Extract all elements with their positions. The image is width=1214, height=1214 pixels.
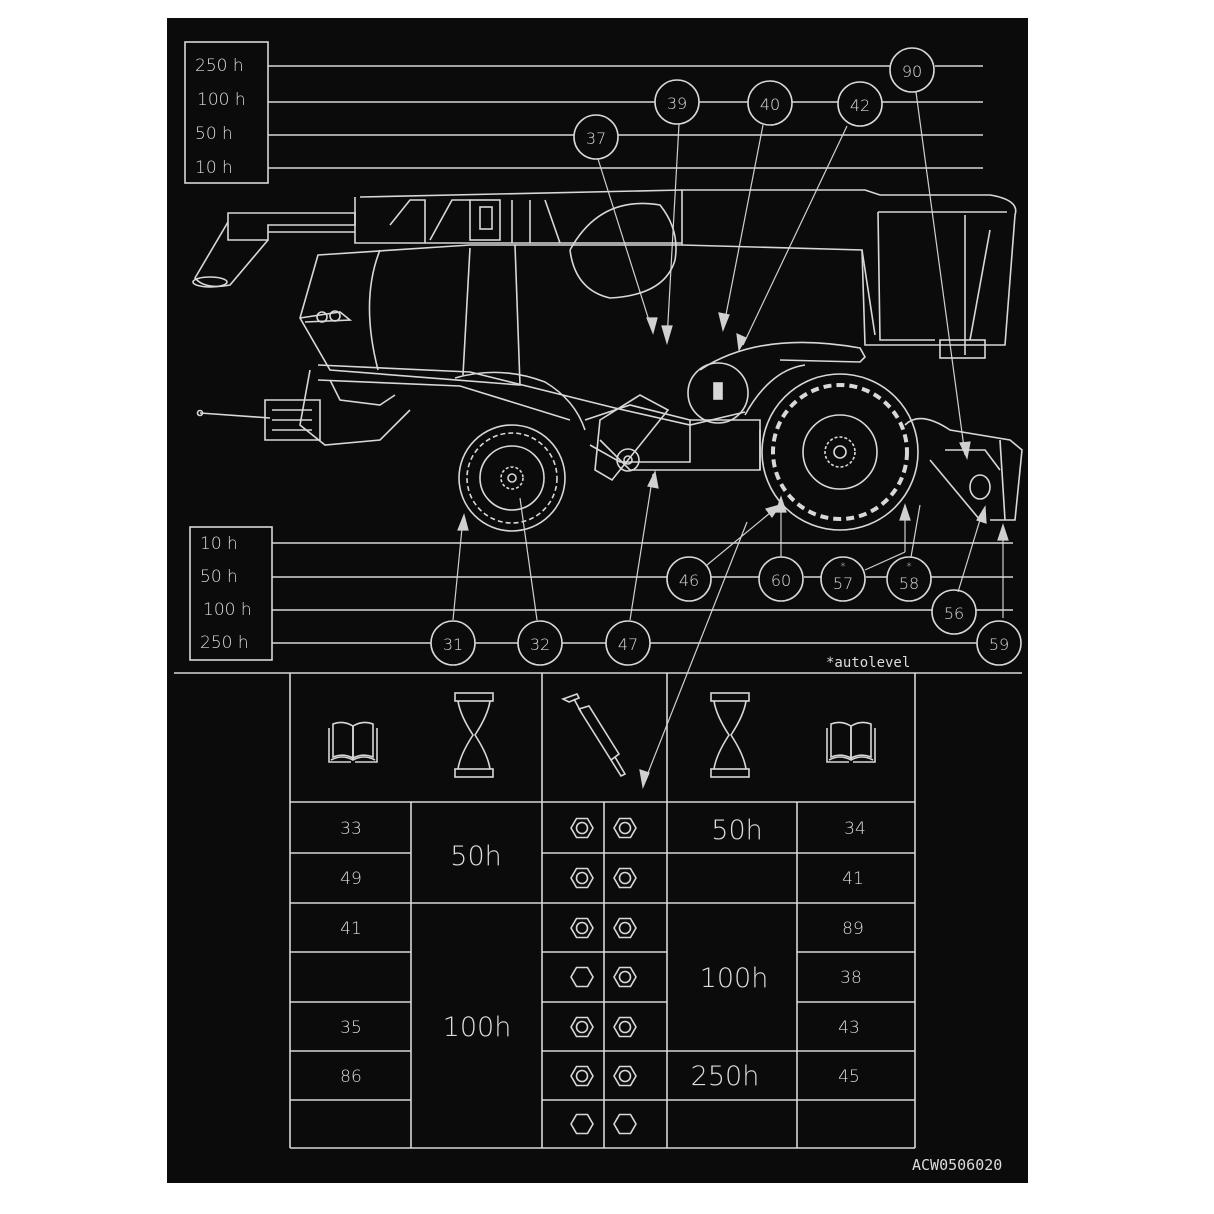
- grease-nipple-nut-icon: [613, 966, 637, 988]
- plain-nut-icon: [570, 1113, 594, 1135]
- hourglass-icon: [454, 692, 494, 778]
- right-item-number: 38: [840, 968, 862, 988]
- svg-text:39: 39: [667, 94, 687, 113]
- callout-37: 37: [573, 114, 619, 160]
- left-item-number: 35: [340, 1018, 362, 1038]
- right-interval-250h: 250h: [691, 1061, 760, 1092]
- left-item-number: 33: [340, 819, 362, 839]
- callout-90: 90: [889, 47, 935, 93]
- bottom-interval-100: 100 h: [203, 600, 252, 620]
- top-interval-50: 50 h: [195, 124, 233, 144]
- grease-nipple-nut-icon: [570, 1065, 594, 1087]
- bottom-callouts: 46 60 57* 58* 56 31 32 47 59: [430, 556, 1022, 666]
- grease-nipple-nut-icon: [570, 917, 594, 939]
- svg-text:56: 56: [944, 604, 964, 623]
- book-icon: [328, 721, 378, 763]
- top-interval-legend: 250 h 100 h 50 h 10 h: [184, 41, 983, 184]
- svg-text:47: 47: [618, 635, 638, 654]
- right-item-number: 34: [844, 819, 866, 839]
- svg-text:90: 90: [902, 62, 922, 81]
- plain-nut-icon: [570, 966, 594, 988]
- svg-text:60: 60: [771, 571, 791, 590]
- combine-harvester-drawing: [192, 189, 1023, 532]
- left-interval-100h: 100h: [443, 1012, 512, 1043]
- callout-60: 60: [758, 556, 804, 602]
- callout-40: 40: [747, 80, 793, 126]
- callout-57: 57*: [820, 556, 866, 602]
- maintenance-table: 33 49 41 35 86 50h 100h 50h 100h 250h 34…: [289, 673, 916, 1149]
- bottom-leader-lines: [452, 470, 1009, 790]
- left-item-number: 49: [340, 869, 362, 889]
- left-interval-50h: 50h: [450, 841, 501, 872]
- grease-gun-icon: [560, 693, 627, 778]
- grease-nipple-nut-icon: [613, 1016, 637, 1038]
- svg-text:40: 40: [760, 95, 780, 114]
- nut-icon-grid: [570, 817, 637, 1135]
- right-item-number: 43: [838, 1018, 860, 1038]
- bottom-interval-10: 10 h: [200, 534, 238, 554]
- plain-nut-icon: [613, 1113, 637, 1135]
- grease-nipple-nut-icon: [570, 817, 594, 839]
- part-number: ACW0506020: [912, 1156, 1002, 1174]
- callout-59: 59: [976, 620, 1022, 666]
- callout-46: 46: [666, 556, 712, 602]
- right-item-number: 45: [838, 1067, 860, 1087]
- callout-56: 56: [931, 589, 977, 635]
- top-callouts: 90 39 40 42 37: [573, 47, 935, 160]
- bottom-interval-legend: 10 h 50 h 100 h 250 h: [189, 526, 1013, 661]
- svg-text:58: 58: [899, 574, 919, 593]
- grease-nipple-nut-icon: [613, 917, 637, 939]
- top-leader-lines: [597, 91, 971, 460]
- svg-text:42: 42: [850, 96, 870, 115]
- top-interval-250: 250 h: [195, 56, 244, 76]
- autolevel-footnote: *autolevel: [826, 655, 910, 671]
- left-item-number: 41: [340, 919, 362, 939]
- callout-39: 39: [654, 79, 700, 125]
- grease-nipple-nut-icon: [570, 867, 594, 889]
- svg-text:46: 46: [679, 571, 699, 590]
- bottom-interval-50: 50 h: [200, 567, 238, 587]
- callout-47: 47: [605, 620, 651, 666]
- svg-text:57: 57: [833, 574, 853, 593]
- callout-42: 42: [837, 81, 883, 127]
- autolevel-asterisk: *: [906, 560, 912, 573]
- svg-text:31: 31: [443, 635, 463, 654]
- grease-nipple-nut-icon: [570, 1016, 594, 1038]
- svg-text:59: 59: [989, 635, 1009, 654]
- callout-58: 58*: [886, 556, 932, 602]
- svg-text:32: 32: [530, 635, 550, 654]
- autolevel-asterisk: *: [840, 560, 846, 573]
- callout-32: 32: [517, 620, 563, 666]
- grease-nipple-nut-icon: [613, 1065, 637, 1087]
- right-interval-100h: 100h: [700, 963, 769, 994]
- grease-nipple-nut-icon: [613, 867, 637, 889]
- top-interval-100: 100 h: [197, 90, 246, 110]
- top-interval-10: 10 h: [195, 158, 233, 178]
- hourglass-icon: [710, 692, 750, 778]
- right-interval-50h: 50h: [711, 815, 762, 846]
- book-icon: [826, 721, 876, 763]
- grease-nipple-nut-icon: [613, 817, 637, 839]
- right-item-number: 89: [842, 919, 864, 939]
- svg-text:37: 37: [586, 129, 606, 148]
- left-item-number: 86: [340, 1067, 362, 1087]
- right-item-number: 41: [842, 869, 864, 889]
- callout-31: 31: [430, 620, 476, 666]
- bottom-interval-250: 250 h: [200, 633, 249, 653]
